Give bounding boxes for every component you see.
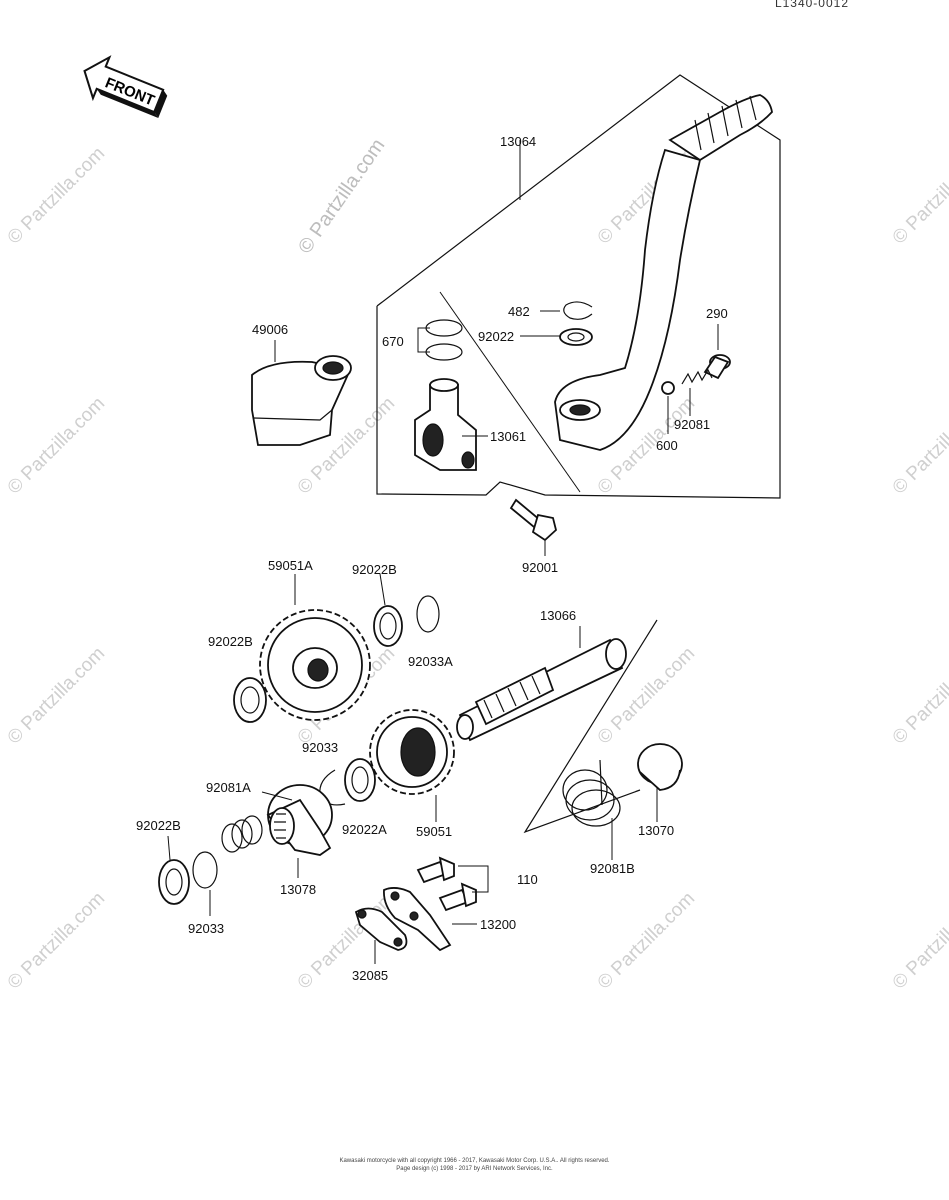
detent-cap-290	[703, 354, 731, 380]
part-label-59051: 59051	[416, 824, 452, 839]
cover-49006	[251, 355, 352, 446]
part-label-92033-mid: 92033	[302, 740, 338, 755]
spring-92081b	[562, 759, 621, 827]
watermark-text: © Partzilla.com	[889, 643, 949, 748]
part-label-92022b-low: 92022B	[136, 818, 181, 833]
part-label-482: 482	[508, 304, 530, 319]
kick-pedal	[554, 94, 773, 451]
leader-line	[458, 865, 489, 893]
part-label-600: 600	[656, 438, 678, 453]
leader-line	[379, 573, 386, 606]
bolts-110	[416, 856, 477, 912]
part-label-92081: 92081	[674, 417, 710, 432]
leader-line	[261, 791, 293, 801]
ball-600	[661, 381, 675, 395]
gear-59051	[369, 709, 455, 795]
spring-92081a	[221, 815, 263, 853]
part-label-59051a: 59051A	[268, 558, 313, 573]
part-label-92022b-left: 92022B	[208, 634, 253, 649]
watermark-text: © Partzilla.com	[4, 643, 109, 748]
ratchet-13078	[266, 784, 333, 856]
kick-boss-13061	[414, 378, 477, 471]
part-label-13061: 13061	[490, 429, 526, 444]
part-label-92033a: 92033A	[408, 654, 453, 669]
collar-13070	[637, 743, 683, 791]
washer-92022b	[373, 605, 403, 647]
part-label-92022a: 92022A	[342, 822, 387, 837]
diagram-reference-code: L1340-0012	[774, 0, 849, 10]
leader-line	[417, 327, 430, 353]
circlip-92033a	[416, 595, 440, 633]
watermark-text: © Partzilla.com	[889, 888, 949, 993]
watermark-text: © Partzilla.com	[4, 393, 109, 498]
part-label-92033-low: 92033	[188, 921, 224, 936]
footer-copyright: Kawasaki motorcycle with all copyright 1…	[339, 1158, 610, 1164]
part-label-92081a: 92081A	[206, 780, 251, 795]
watermark-text: © Partzilla.com	[294, 135, 389, 258]
circlip-482	[563, 301, 593, 320]
part-label-92022b-top: 92022B	[352, 562, 397, 577]
part-label-13200: 13200	[480, 917, 516, 932]
washer-92022a	[344, 758, 376, 802]
part-label-290: 290	[706, 306, 728, 321]
bolt-92001	[509, 498, 558, 542]
part-label-49006: 49006	[252, 322, 288, 337]
circlip-92033	[192, 851, 218, 889]
gear-59051a	[259, 609, 371, 721]
footer-page-design: Page design (c) 1998 - 2017 by ARI Netwo…	[396, 1166, 553, 1172]
washer-92022	[559, 328, 593, 346]
watermark-text: © Partzilla.com	[4, 888, 109, 993]
watermark-layer: © Partzilla.com © Partzilla.com © Partzi…	[4, 135, 949, 994]
kick-shaft-13066	[456, 638, 627, 742]
o-ring-670	[425, 319, 463, 337]
part-label-92022: 92022	[478, 329, 514, 344]
part-label-670: 670	[382, 334, 404, 349]
washer-92022b	[233, 677, 267, 723]
part-label-92081b: 92081B	[590, 861, 635, 876]
watermark-text: © Partzilla.com	[594, 888, 699, 993]
assembly-guide-line	[439, 291, 581, 493]
part-label-13064: 13064	[500, 134, 536, 149]
plate-32085	[354, 907, 408, 951]
part-label-110: 110	[517, 872, 538, 887]
front-arrow-icon: FRONT	[83, 55, 168, 119]
part-label-92001: 92001	[522, 560, 558, 575]
watermark-text: © Partzilla.com	[4, 143, 109, 248]
assembly-frame	[376, 74, 781, 499]
part-label-32085: 32085	[352, 968, 388, 983]
watermark-text: © Partzilla.com	[889, 143, 949, 248]
guide-13200	[383, 887, 452, 952]
watermark-text: © Partzilla.com	[889, 393, 949, 498]
leader-line	[167, 835, 171, 861]
washer-92022b	[158, 859, 190, 905]
spring-92081	[681, 368, 713, 385]
part-label-13078: 13078	[280, 882, 316, 897]
o-ring-670	[425, 343, 463, 361]
part-label-13066: 13066	[540, 608, 576, 623]
part-label-13070: 13070	[638, 823, 674, 838]
